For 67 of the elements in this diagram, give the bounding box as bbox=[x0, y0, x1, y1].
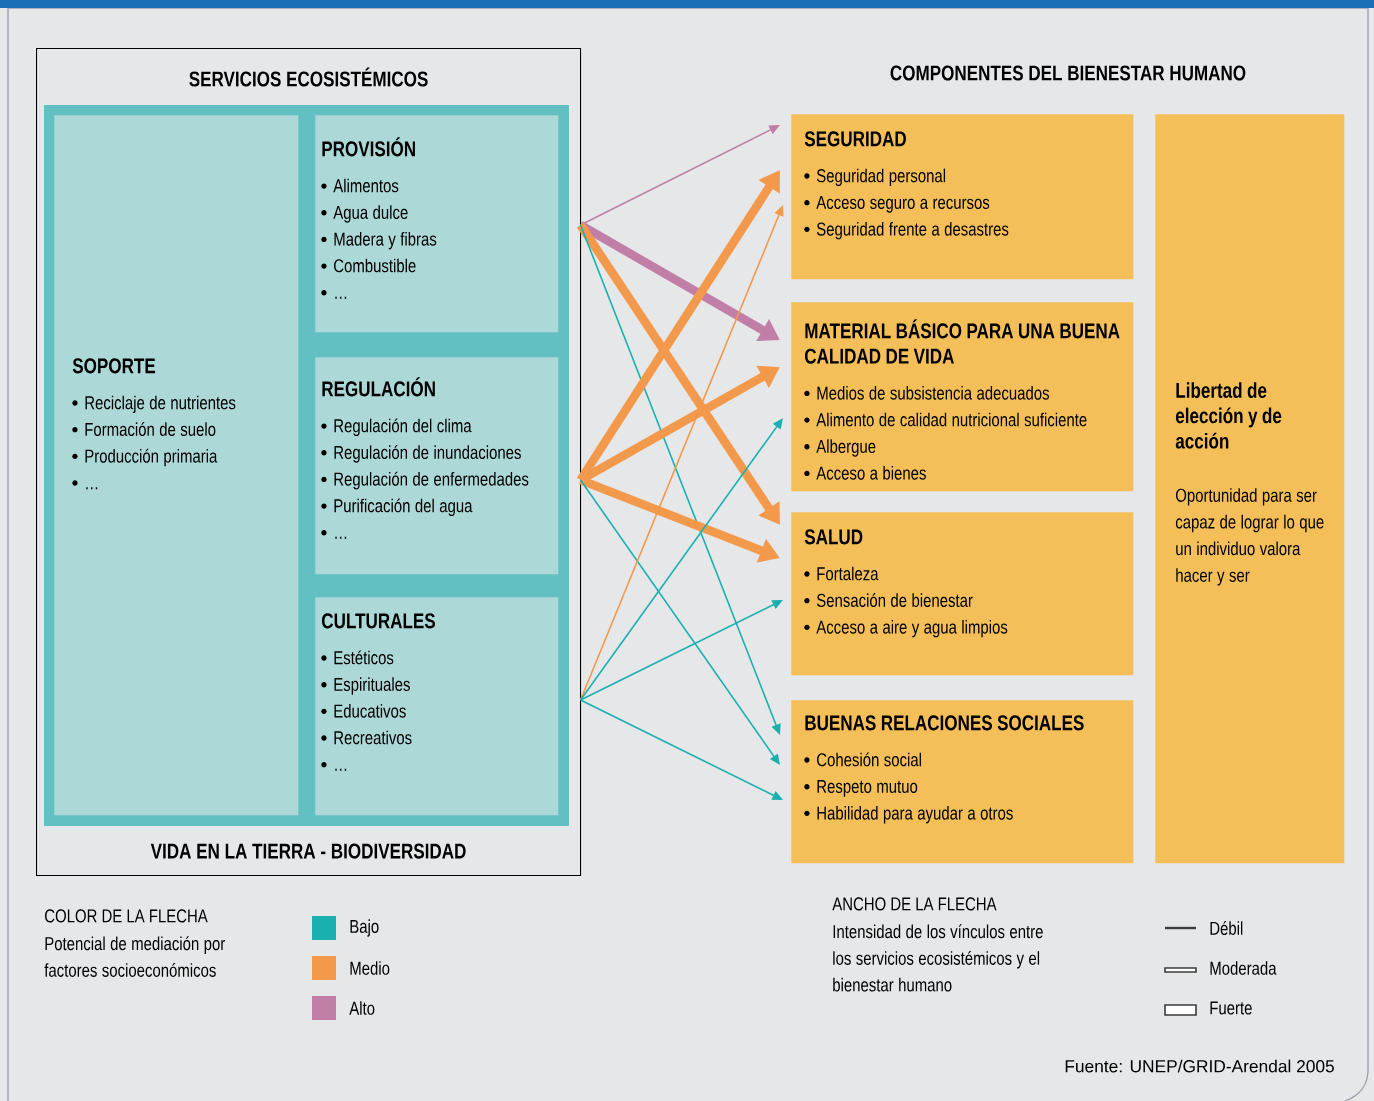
legend-label: Bajo bbox=[350, 919, 379, 937]
list-item: … bbox=[86, 487, 98, 490]
list-item: Regulación de inundaciones bbox=[334, 445, 521, 463]
list-item: Cohesión social bbox=[817, 752, 921, 767]
legend-description: Intensidad de los vínculos entre los servicios ecosistémicos y el bienestar humano bbox=[833, 924, 1043, 992]
list-item: Producción primaria bbox=[85, 448, 218, 467]
legend-label: Fuerte bbox=[1210, 1001, 1252, 1015]
arrow bbox=[579, 479, 780, 765]
list-item: Fortaleza bbox=[817, 566, 879, 581]
list-item: Alimentos bbox=[333, 178, 399, 193]
list-item: Agua dulce bbox=[333, 205, 408, 223]
legend-description: Potencial de mediación por factores socioeconómicos bbox=[44, 936, 225, 977]
list-item: … bbox=[335, 296, 347, 299]
list-item: Combustible bbox=[334, 258, 416, 273]
list-item: Reciclaje de nutrientes bbox=[85, 395, 236, 414]
list-item: Seguridad personal bbox=[816, 168, 946, 187]
legend-label: Débil bbox=[1210, 921, 1243, 935]
service-box bbox=[54, 115, 299, 816]
legend-label: Moderada bbox=[1210, 961, 1277, 975]
list-item: Regulación de enfermedades bbox=[334, 471, 529, 490]
service-box bbox=[315, 357, 559, 575]
list-item: … bbox=[335, 768, 347, 771]
source-note: Fuente: UNEP/GRID-Arendal 2005 bbox=[1065, 1059, 1334, 1073]
component-box bbox=[1155, 114, 1345, 864]
legend-title: COLOR DE LA FLECHA bbox=[45, 909, 208, 923]
list-item: Recreativos bbox=[334, 730, 412, 745]
list-item: Espirituales bbox=[334, 677, 410, 695]
list-item: Habilidad para ayudar a otros bbox=[817, 806, 1013, 824]
legend-label: Medio bbox=[350, 961, 390, 975]
panel-footer: VIDA EN LA TIERRA - BIODIVERSIDAD bbox=[150, 843, 466, 859]
list-item: Purificación del agua bbox=[334, 498, 473, 517]
box-heading: SALUD bbox=[804, 529, 863, 545]
legend-title: ANCHO DE LA FLECHA bbox=[832, 897, 997, 911]
service-box bbox=[315, 597, 559, 816]
legend-label: Alto bbox=[349, 1001, 375, 1015]
list-item: … bbox=[335, 536, 347, 539]
panel-heading: SERVICIOS ECOSISTÉMICOS bbox=[189, 67, 428, 87]
box-heading: REGULACIÓN bbox=[322, 377, 435, 397]
list-item: Acceso seguro a recursos bbox=[816, 196, 990, 213]
box-heading: PROVISIÓN bbox=[322, 137, 415, 157]
box-heading: SEGURIDAD bbox=[804, 131, 906, 147]
list-item: Respeto mutuo bbox=[817, 780, 918, 797]
arrow bbox=[579, 418, 783, 701]
list-item: Formación de suelo bbox=[85, 422, 216, 437]
component-box bbox=[791, 700, 1134, 864]
box-heading: BUENAS RELACIONES SOCIALES bbox=[805, 715, 1084, 731]
list-item: Medios de subsistencia adecuados bbox=[817, 386, 1049, 400]
component-box bbox=[791, 302, 1134, 492]
box-heading: MATERIAL BÁSICO PARA UNA BUENA CALIDAD DE VIDA bbox=[804, 319, 1120, 364]
list-item: Albergue bbox=[816, 439, 876, 457]
box-heading: CULTURALES bbox=[321, 613, 435, 629]
list-item: Acceso a aire y agua limpios bbox=[816, 620, 1008, 638]
list-item: Madera y fibras bbox=[334, 232, 437, 250]
list-item: Seguridad frente a desastres bbox=[816, 221, 1009, 240]
description: Oportunidad para ser capaz de lograr lo que un individuo valora hacer y ser bbox=[1175, 488, 1324, 586]
service-box bbox=[315, 115, 559, 333]
list-item: Acceso a bienes bbox=[816, 466, 926, 480]
list-item: Sensación de bienestar bbox=[816, 593, 973, 608]
section-title: COMPONENTES DEL BIENESTAR HUMANO bbox=[890, 65, 1246, 81]
list-item: Alimento de calidad nutricional suficiente bbox=[816, 412, 1087, 427]
box-heading: Libertad de elección y de acción bbox=[1175, 382, 1282, 449]
list-item: Educativos bbox=[334, 704, 406, 718]
box-heading: SOPORTE bbox=[72, 358, 156, 374]
list-item: Regulación del clima bbox=[334, 418, 472, 437]
component-box bbox=[791, 512, 1134, 676]
component-box bbox=[791, 114, 1134, 280]
list-item: Estéticos bbox=[334, 650, 394, 665]
